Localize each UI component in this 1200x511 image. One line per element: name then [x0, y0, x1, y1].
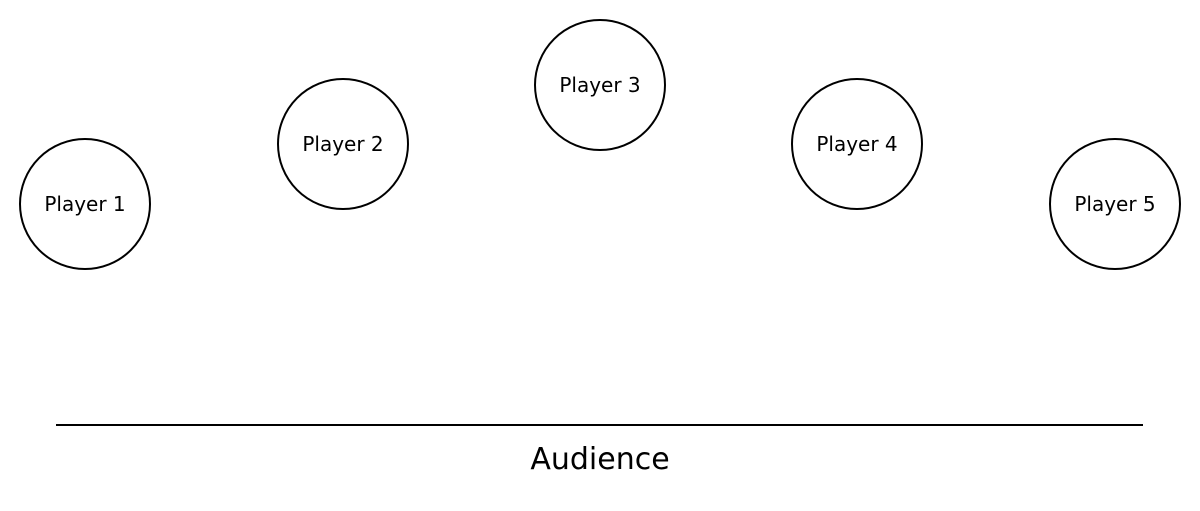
- player-1-circle: Player 1: [19, 138, 151, 270]
- audience-label: Audience: [530, 442, 670, 477]
- player-5-circle: Player 5: [1049, 138, 1181, 270]
- player-3-label: Player 3: [559, 73, 641, 97]
- player-4-label: Player 4: [816, 132, 898, 156]
- player-5-label: Player 5: [1074, 192, 1156, 216]
- player-1-label: Player 1: [44, 192, 126, 216]
- player-2-label: Player 2: [302, 132, 384, 156]
- player-4-circle: Player 4: [791, 78, 923, 210]
- audience-line: [56, 424, 1143, 426]
- player-2-circle: Player 2: [277, 78, 409, 210]
- player-3-circle: Player 3: [534, 19, 666, 151]
